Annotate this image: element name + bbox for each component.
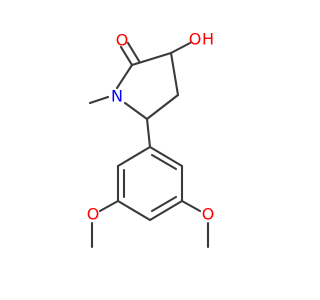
ring-nitrogen-label: N [111,87,123,106]
bond-c4-c5 [145,93,180,121]
bond-c2-c3 [130,51,173,67]
hydroxyl-hydrogen-label: H [202,30,214,49]
bond-c5-aryl [145,117,152,149]
bond-ar6-ar1 [116,145,152,168]
molecule-structure: O O H N O O [87,30,215,249]
bond-carbonyl-a [119,45,134,67]
hydroxyl-oxygen-label: O [189,30,202,49]
bond-c5-n1 [123,101,149,121]
methoxy-left-oxygen-label: O [87,205,100,224]
bond-carbonyl-b [126,41,141,63]
bond-ar3-o-right [180,199,202,213]
bond-c2-n1 [115,63,134,90]
bond-c3-c4 [169,51,180,97]
bond-ar-inner-b [150,195,178,213]
bond-n-methyl [88,95,110,105]
bond-c3-oh [169,41,192,55]
bond-ar3-ar4 [148,199,184,222]
bond-ar5-o-left [98,199,120,213]
carbonyl-oxygen-label: O [116,31,129,50]
bond-ar-inner-a [150,153,178,171]
bond-ar1-ar2 [148,145,184,168]
atom-labels: O O H N O O [87,30,215,224]
bonds [88,41,210,249]
methoxy-right-oxygen-label: O [202,205,215,224]
bond-ar4-ar5 [116,199,152,222]
